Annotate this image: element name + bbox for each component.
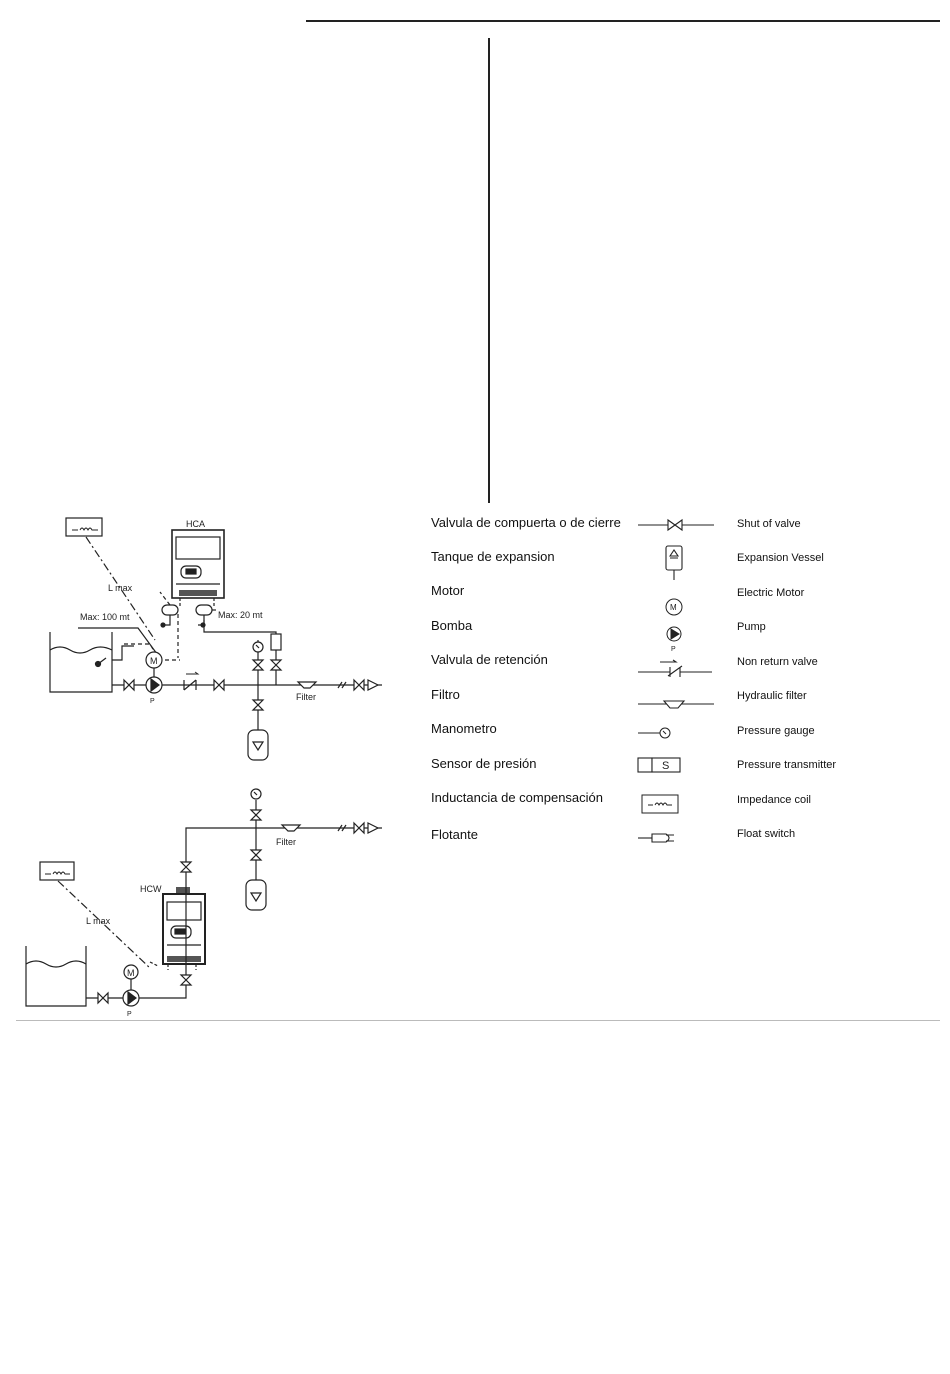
lmax-label-top: L max [108,583,133,593]
hca-controller [171,529,225,599]
legend-en-motor: Electric Motor [737,587,805,599]
legend-en-pressure-transmitter: Pressure transmitter [737,759,837,771]
hcw-label: HCW [140,884,162,894]
pump-icon-sub: P [671,646,676,653]
motor-label-bottom: M [127,968,135,978]
legend-en-float-switch: Float switch [737,828,796,840]
filter-icon [638,700,714,709]
legend-en-non-return-valve: Non return valve [737,656,818,668]
legend-en-pump: Pump [737,621,766,633]
impedance-coil-icon-top [65,517,103,537]
legend-es-float-switch: Flotante [431,827,478,842]
bottom-rule [16,1020,940,1021]
motor-label-top: M [150,656,158,666]
tank-top [49,632,134,693]
pump-icon: P [666,626,682,653]
filter-label-bottom: Filter [276,837,296,847]
pressure-sensor-top-right [195,604,216,628]
legend-en-impedance-coil: Impedance coil [737,794,811,806]
pressure-gauge-icon [638,727,671,739]
motor-icon: M [665,598,683,616]
hcw-controller [162,887,206,965]
non-return-valve-icon [638,659,712,677]
legend-es-non-return-valve: Valvula de retención [431,652,548,667]
filter-label-top: Filter [296,692,316,702]
max-20-label: Max: 20 mt [218,610,263,620]
legend-es-pump: Bomba [431,618,473,633]
expansion-vessel-icon [665,545,683,580]
installation-diagram: HCA L max Max: 100 mt Max: 20 mt M P Fil… [25,517,382,1018]
shut-valve-icon [638,518,714,532]
legend-en-pressure-gauge: Pressure gauge [737,725,815,737]
legend-es-pressure-gauge: Manometro [431,721,497,736]
legend-es-filter: Filtro [431,687,460,702]
float-switch-icon [638,833,674,843]
legend-en-filter: Hydraulic filter [737,690,807,702]
pump-label-top: P [150,698,155,705]
column-divider [488,38,490,503]
legend-es-impedance-coil: Inductancia de compensación [431,790,604,805]
pressure-transmitter-icon-sub: S [662,760,669,772]
top-rule [306,20,940,22]
lmax-label-bottom: L max [86,916,111,926]
legend-es-expansion-vessel: Tanque de expansion [431,549,555,564]
pressure-sensor-top-left [160,604,179,628]
legend-en-expansion-vessel: Expansion Vessel [737,552,824,564]
hca-label: HCA [186,519,205,529]
legend-es-motor: Motor [431,583,465,598]
legend-es-shut-valve: Valvula de compuerta o de cierre [431,515,621,530]
svg-text:M: M [670,603,677,612]
pressure-transmitter-icon: S [637,757,681,773]
legend-en-shut-valve: Shut of valve [737,518,801,530]
max-100-label: Max: 100 mt [80,612,130,622]
legend-es-pressure-transmitter: Sensor de presión [431,756,537,771]
pump-label-bottom: P [127,1011,132,1018]
expansion-vessel-bottom [245,879,267,911]
impedance-coil-icon-bottom [39,861,75,881]
expansion-vessel-top [247,729,269,761]
impedance-coil-icon [641,794,679,814]
tank-bottom [25,946,87,1007]
